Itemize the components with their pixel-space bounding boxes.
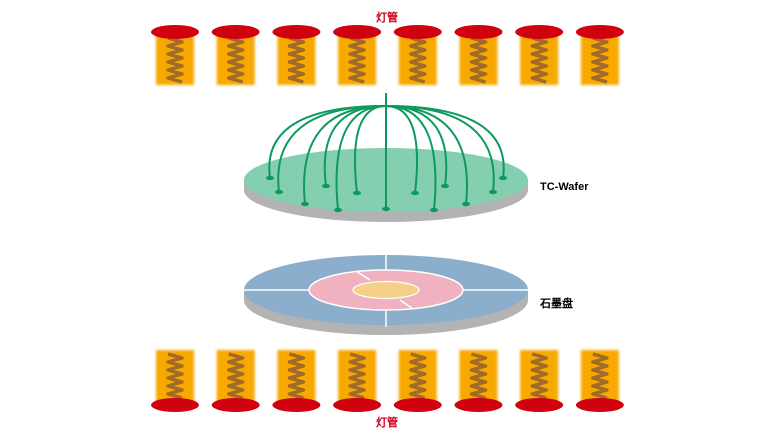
lamp bbox=[151, 25, 199, 85]
lamp-cap bbox=[151, 25, 199, 39]
lamp-cap bbox=[575, 25, 624, 39]
lamp bbox=[272, 25, 321, 85]
thermocouple-tip bbox=[353, 190, 361, 196]
lamp bbox=[515, 350, 564, 412]
thermocouple-tip bbox=[489, 189, 497, 195]
thermocouple-tip bbox=[411, 190, 419, 196]
thermocouple-tip bbox=[322, 183, 330, 189]
lamp bbox=[515, 25, 564, 85]
lamp bbox=[454, 25, 503, 85]
lamp-cap bbox=[393, 398, 442, 412]
bottom-lamp-row bbox=[151, 350, 624, 412]
lamp-cap bbox=[333, 25, 382, 39]
graphite-disk-label: 石墨盘 bbox=[540, 298, 573, 310]
thermocouple-tip bbox=[301, 201, 309, 207]
thermocouple-tip bbox=[462, 201, 470, 207]
lamp bbox=[333, 25, 382, 85]
lamp-cap bbox=[272, 398, 321, 412]
lamp-cap bbox=[151, 398, 199, 412]
lamp bbox=[151, 350, 199, 412]
thermocouple-tip bbox=[334, 207, 342, 213]
lamp-cap bbox=[211, 398, 260, 412]
top-lamp-row bbox=[151, 25, 624, 85]
thermocouple-tip bbox=[266, 175, 274, 181]
lamp bbox=[393, 350, 442, 412]
tc-wafer bbox=[244, 93, 528, 222]
thermocouple-tip bbox=[430, 207, 438, 213]
lamp bbox=[575, 25, 624, 85]
thermocouple-wire bbox=[335, 105, 387, 211]
thermocouple-wires bbox=[266, 93, 507, 213]
lamp-cap bbox=[393, 25, 442, 39]
thermocouple-tip bbox=[441, 183, 449, 189]
thermocouple-wire bbox=[277, 105, 387, 193]
lamp-cap bbox=[272, 25, 321, 39]
lamp-cap bbox=[454, 25, 503, 39]
graphite-disk bbox=[244, 255, 528, 335]
lamp bbox=[211, 350, 260, 412]
lamp-cap bbox=[515, 398, 564, 412]
lamp bbox=[454, 350, 503, 412]
lamp-cap bbox=[333, 398, 382, 412]
bottom-lamp-label: 灯管 bbox=[376, 417, 398, 429]
lamp-cap bbox=[454, 398, 503, 412]
lamp bbox=[333, 350, 382, 412]
lamp bbox=[211, 25, 260, 85]
lamp-cap bbox=[515, 25, 564, 39]
wafer-label: TC-Wafer bbox=[540, 181, 589, 193]
lamp bbox=[393, 25, 442, 85]
top-lamp-label: 灯管 bbox=[376, 12, 398, 24]
thermocouple-tip bbox=[499, 175, 507, 181]
lamp-cap bbox=[575, 398, 624, 412]
thermocouple-wire bbox=[385, 105, 505, 179]
thermocouple-tip bbox=[275, 189, 283, 195]
lamp-cap bbox=[211, 25, 260, 39]
lamp bbox=[575, 350, 624, 412]
lamp bbox=[272, 350, 321, 412]
